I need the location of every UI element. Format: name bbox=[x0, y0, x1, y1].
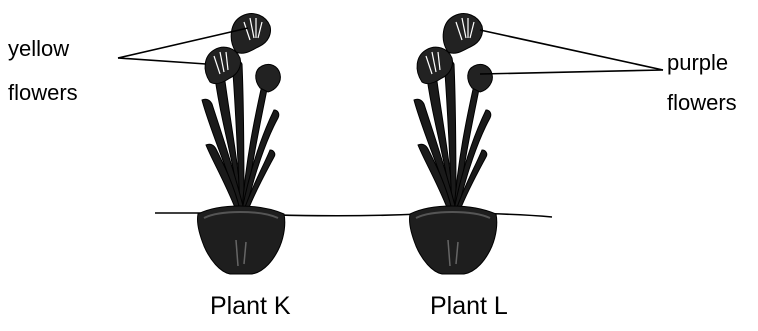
pointer-line-right-upper bbox=[480, 30, 663, 70]
plant-k-label: Plant K bbox=[210, 294, 291, 319]
purple-flowers-label-line1: purple bbox=[667, 52, 728, 74]
plant-k-figure bbox=[197, 14, 284, 274]
plant-l-figure bbox=[409, 14, 496, 274]
purple-flowers-label-line2: flowers bbox=[667, 92, 737, 114]
pointer-line-right-lower bbox=[480, 70, 663, 74]
yellow-flowers-label-line1: yellow bbox=[8, 38, 69, 60]
plant-l-label: Plant L bbox=[430, 294, 508, 319]
pointer-line-left-lower bbox=[118, 58, 206, 64]
yellow-flowers-label-line2: flowers bbox=[8, 82, 78, 104]
